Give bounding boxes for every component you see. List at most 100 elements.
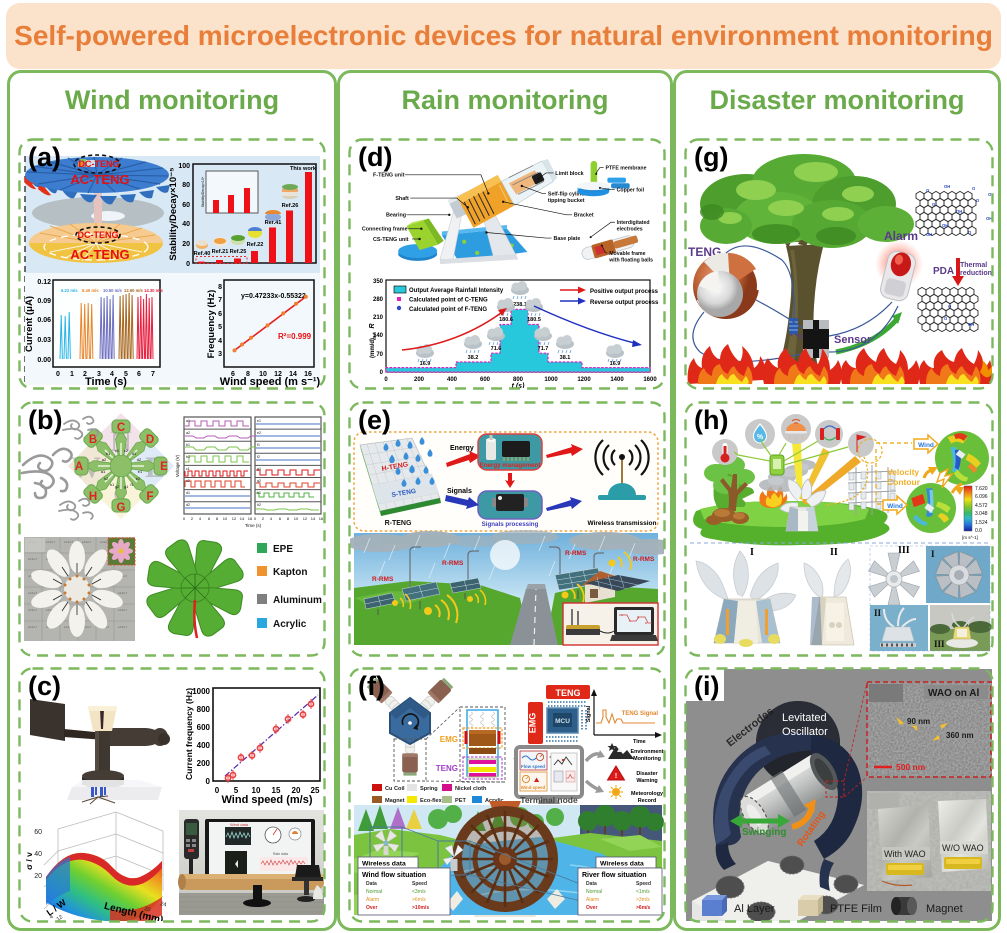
svg-text:y=0.47233x-0.55322: y=0.47233x-0.55322	[241, 293, 306, 300]
svg-text:6: 6	[218, 311, 222, 318]
svg-text:CS-TENG unit: CS-TENG unit	[373, 237, 409, 243]
svg-text:f1: f1	[257, 443, 260, 447]
svg-text:6: 6	[279, 516, 282, 521]
svg-text:Signals processing: Signals processing	[482, 521, 539, 528]
svg-text:Magnet: Magnet	[926, 903, 963, 915]
svg-text:AC-TENG: AC-TENG	[70, 247, 129, 262]
svg-text:0.12: 0.12	[37, 279, 51, 286]
svg-text:180.6: 180.6	[499, 317, 513, 323]
svg-text:Ref.21: Ref.21	[212, 249, 229, 255]
svg-text:0.09: 0.09	[37, 298, 51, 305]
svg-text:d1: d1	[132, 451, 137, 456]
svg-text:Wind flow situation: Wind flow situation	[362, 872, 426, 879]
svg-text:OH: OH	[926, 232, 932, 237]
svg-text:●KELT: ●KELT	[82, 540, 91, 544]
svg-text:G: G	[117, 502, 126, 514]
svg-text:Stability/Decay×10⁻⁵: Stability/Decay×10⁻⁵	[168, 167, 179, 260]
svg-text:I: I	[931, 549, 935, 559]
svg-text:0.06: 0.06	[37, 317, 51, 324]
svg-text:This work: This work	[290, 166, 317, 172]
svg-text:c2: c2	[186, 479, 190, 483]
svg-text:238.1: 238.1	[513, 302, 527, 308]
svg-text:Bearing: Bearing	[386, 213, 406, 219]
svg-text:8: 8	[287, 516, 290, 521]
svg-text:Terminal node: Terminal node	[520, 795, 578, 805]
svg-text:OH: OH	[986, 216, 992, 221]
svg-text:c1: c1	[186, 467, 190, 471]
svg-text:Cu Coil: Cu Coil	[385, 786, 405, 792]
svg-text:0: 0	[380, 370, 384, 376]
svg-text:4: 4	[218, 338, 222, 345]
svg-text:EPE: EPE	[273, 544, 293, 555]
svg-text:R-RMS: R-RMS	[372, 576, 394, 583]
svg-text:<1m/s: <1m/s	[636, 889, 650, 895]
svg-text:tipping bucket: tipping bucket	[548, 198, 585, 204]
svg-text:1.524: 1.524	[975, 520, 988, 526]
svg-text:A: A	[75, 461, 83, 473]
svg-text:Calculated point of C-TENG: Calculated point of C-TENG	[409, 298, 488, 304]
svg-text:e2: e2	[257, 431, 261, 435]
svg-text:Rain data: Rain data	[273, 852, 288, 856]
svg-text:2: 2	[262, 516, 265, 521]
svg-text:Limit block: Limit block	[555, 171, 583, 177]
svg-text:400: 400	[447, 377, 458, 383]
svg-text:b1: b1	[106, 451, 111, 456]
svg-text:●KELT: ●KELT	[118, 625, 127, 629]
svg-text:AC-TENG: AC-TENG	[70, 172, 129, 187]
svg-text:Ref.40: Ref.40	[194, 251, 211, 257]
svg-text:F-TENG unit: F-TENG unit	[373, 173, 405, 179]
svg-text:600: 600	[197, 723, 211, 732]
svg-text:R-TENG: R-TENG	[385, 520, 412, 527]
svg-text:20: 20	[182, 241, 190, 248]
svg-text:360 nm: 360 nm	[946, 731, 974, 740]
svg-text:●KELT: ●KELT	[28, 591, 37, 595]
svg-text:F: F	[146, 491, 153, 503]
svg-text:●KELT: ●KELT	[28, 625, 37, 629]
svg-text:OH: OH	[944, 184, 950, 189]
svg-text:e2: e2	[136, 476, 141, 481]
svg-text:O: O	[944, 316, 948, 321]
svg-text:14: 14	[240, 516, 245, 521]
svg-text:Eco-flex: Eco-flex	[420, 798, 443, 804]
svg-text:Time (s): Time (s)	[245, 523, 262, 528]
svg-text:6: 6	[137, 371, 141, 378]
svg-text:e1: e1	[138, 469, 143, 474]
svg-text:0: 0	[56, 371, 60, 378]
svg-text:Flow speed: Flow speed	[521, 764, 545, 769]
svg-text:σ / v: σ / v	[24, 852, 34, 870]
svg-text:h2: h2	[104, 476, 109, 481]
svg-text:Alarm: Alarm	[586, 897, 599, 903]
svg-text:●KELT: ●KELT	[118, 608, 127, 612]
svg-text:0: 0	[798, 334, 802, 341]
svg-text:40: 40	[182, 221, 190, 228]
svg-text:Current (μA): Current (μA)	[24, 296, 35, 352]
svg-text:0: 0	[183, 516, 186, 521]
svg-text:Wireless data: Wireless data	[600, 861, 644, 868]
svg-text:7.620: 7.620	[975, 486, 988, 492]
svg-text:Normal: Normal	[586, 889, 602, 895]
svg-text:W/O WAO: W/O WAO	[942, 843, 984, 853]
svg-text:0.0: 0.0	[975, 528, 982, 534]
svg-text:electrodes: electrodes	[617, 227, 643, 233]
svg-text:Acrylic: Acrylic	[273, 619, 307, 630]
svg-text:71.7: 71.7	[538, 346, 549, 352]
svg-text:7: 7	[218, 297, 222, 304]
svg-text:E: E	[160, 461, 168, 473]
svg-text:Wind speed: Wind speed	[521, 785, 546, 790]
svg-text:TENG: TENG	[555, 688, 580, 698]
svg-text:2: 2	[191, 516, 194, 521]
svg-text:with floating balls: with floating balls	[608, 257, 653, 263]
svg-text:Warning: Warning	[636, 778, 657, 784]
svg-text:a2: a2	[102, 457, 107, 462]
svg-text:O: O	[968, 230, 972, 235]
svg-text:38.1: 38.1	[560, 355, 571, 361]
svg-text:800: 800	[197, 705, 211, 714]
svg-text:R-RMS: R-RMS	[442, 560, 464, 567]
svg-text:Thermal: Thermal	[960, 262, 987, 269]
svg-text:reduction: reduction	[960, 270, 992, 277]
svg-text:EMG: EMG	[528, 713, 538, 734]
svg-text:8: 8	[216, 516, 219, 521]
svg-text:WAO on Al: WAO on Al	[928, 688, 980, 699]
svg-text:20: 20	[34, 873, 42, 880]
svg-text:12: 12	[303, 516, 308, 521]
